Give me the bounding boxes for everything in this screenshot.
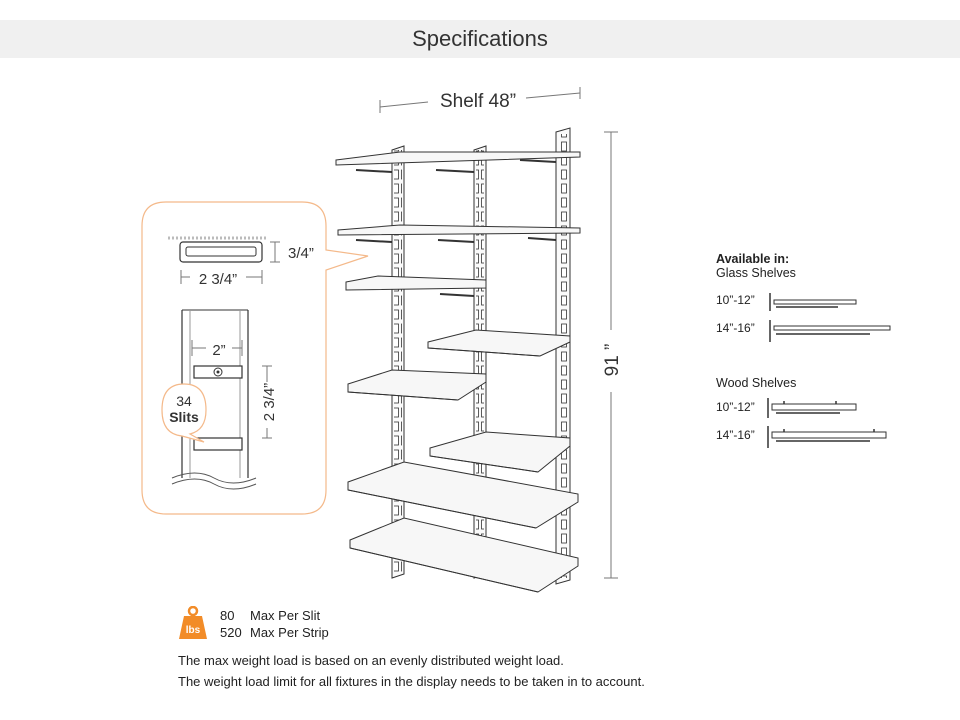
per-strip-label: Max Per Strip: [250, 625, 329, 640]
shelf-8: [349, 517, 579, 593]
wood-shelves-title: Wood Shelves: [716, 376, 797, 390]
slot-bottom: [193, 437, 243, 451]
shelf-width-label: Shelf 48”: [440, 91, 516, 112]
shelf-5: [347, 369, 487, 401]
wood-shelf-icons: [767, 398, 887, 448]
load-per-slit: 80 Max Per Slit: [220, 608, 320, 623]
height-dimension: 91 ”: [602, 131, 623, 579]
weight-notes: The max weight load is based on an evenl…: [178, 650, 645, 692]
section-header: Specifications: [0, 20, 960, 58]
slot-pitch-label: 2 3/4”: [261, 383, 278, 421]
height-label: 91 ”: [602, 344, 623, 377]
page-title: Specifications: [412, 26, 548, 51]
slit-count: 34: [176, 393, 192, 409]
per-slit-value: 80: [220, 608, 235, 623]
detail-callout: 3/4” 2 3/4” 2” 2 3/4” 34 Slits: [141, 201, 369, 515]
wood-size-large: 14”-16”: [716, 428, 755, 442]
load-per-strip: 520 Max Per Strip: [220, 625, 329, 640]
wood-shelf-14-16: [767, 426, 887, 448]
wood-size-small: 10”-12”: [716, 400, 755, 414]
glass-shelf-14-16: [769, 320, 891, 342]
shelf-6: [429, 431, 571, 473]
per-slit-label: Max Per Slit: [250, 608, 321, 623]
strip-profile: [179, 241, 263, 263]
glass-size-small: 10”-12”: [716, 293, 755, 307]
shelves: [335, 151, 581, 593]
depth-label: 3/4”: [288, 245, 314, 262]
shelf-4: [427, 329, 571, 357]
width-label: 2 3/4”: [199, 271, 237, 288]
availability-block: Available in: Glass Shelves: [716, 252, 796, 280]
glass-shelf-10-12: [769, 293, 857, 311]
wood-shelf-10-12: [767, 398, 857, 418]
shelf-7: [347, 461, 579, 529]
glass-size-large: 14”-16”: [716, 321, 755, 335]
slot-width-label: 2”: [212, 342, 225, 359]
glass-shelf-icons: [769, 293, 891, 342]
glass-shelves-title: Glass Shelves: [716, 266, 796, 280]
note-line-2: The weight load limit for all fixtures i…: [178, 674, 645, 689]
upright-strip-right: [555, 127, 571, 585]
upright-strip-left: [391, 145, 405, 579]
slit-word: Slits: [169, 409, 199, 425]
weight-icon-label: lbs: [186, 625, 201, 636]
shelf-width-dimension: Shelf 48”: [379, 87, 581, 113]
note-line-1: The max weight load is based on an evenl…: [178, 653, 564, 668]
availability-heading: Available in:: [716, 252, 790, 266]
per-strip-value: 520: [220, 625, 242, 640]
weight-icon: lbs: [179, 606, 207, 639]
shelf-2: [337, 224, 581, 243]
shelf-1: [335, 151, 581, 173]
shelf-3: [345, 275, 487, 297]
